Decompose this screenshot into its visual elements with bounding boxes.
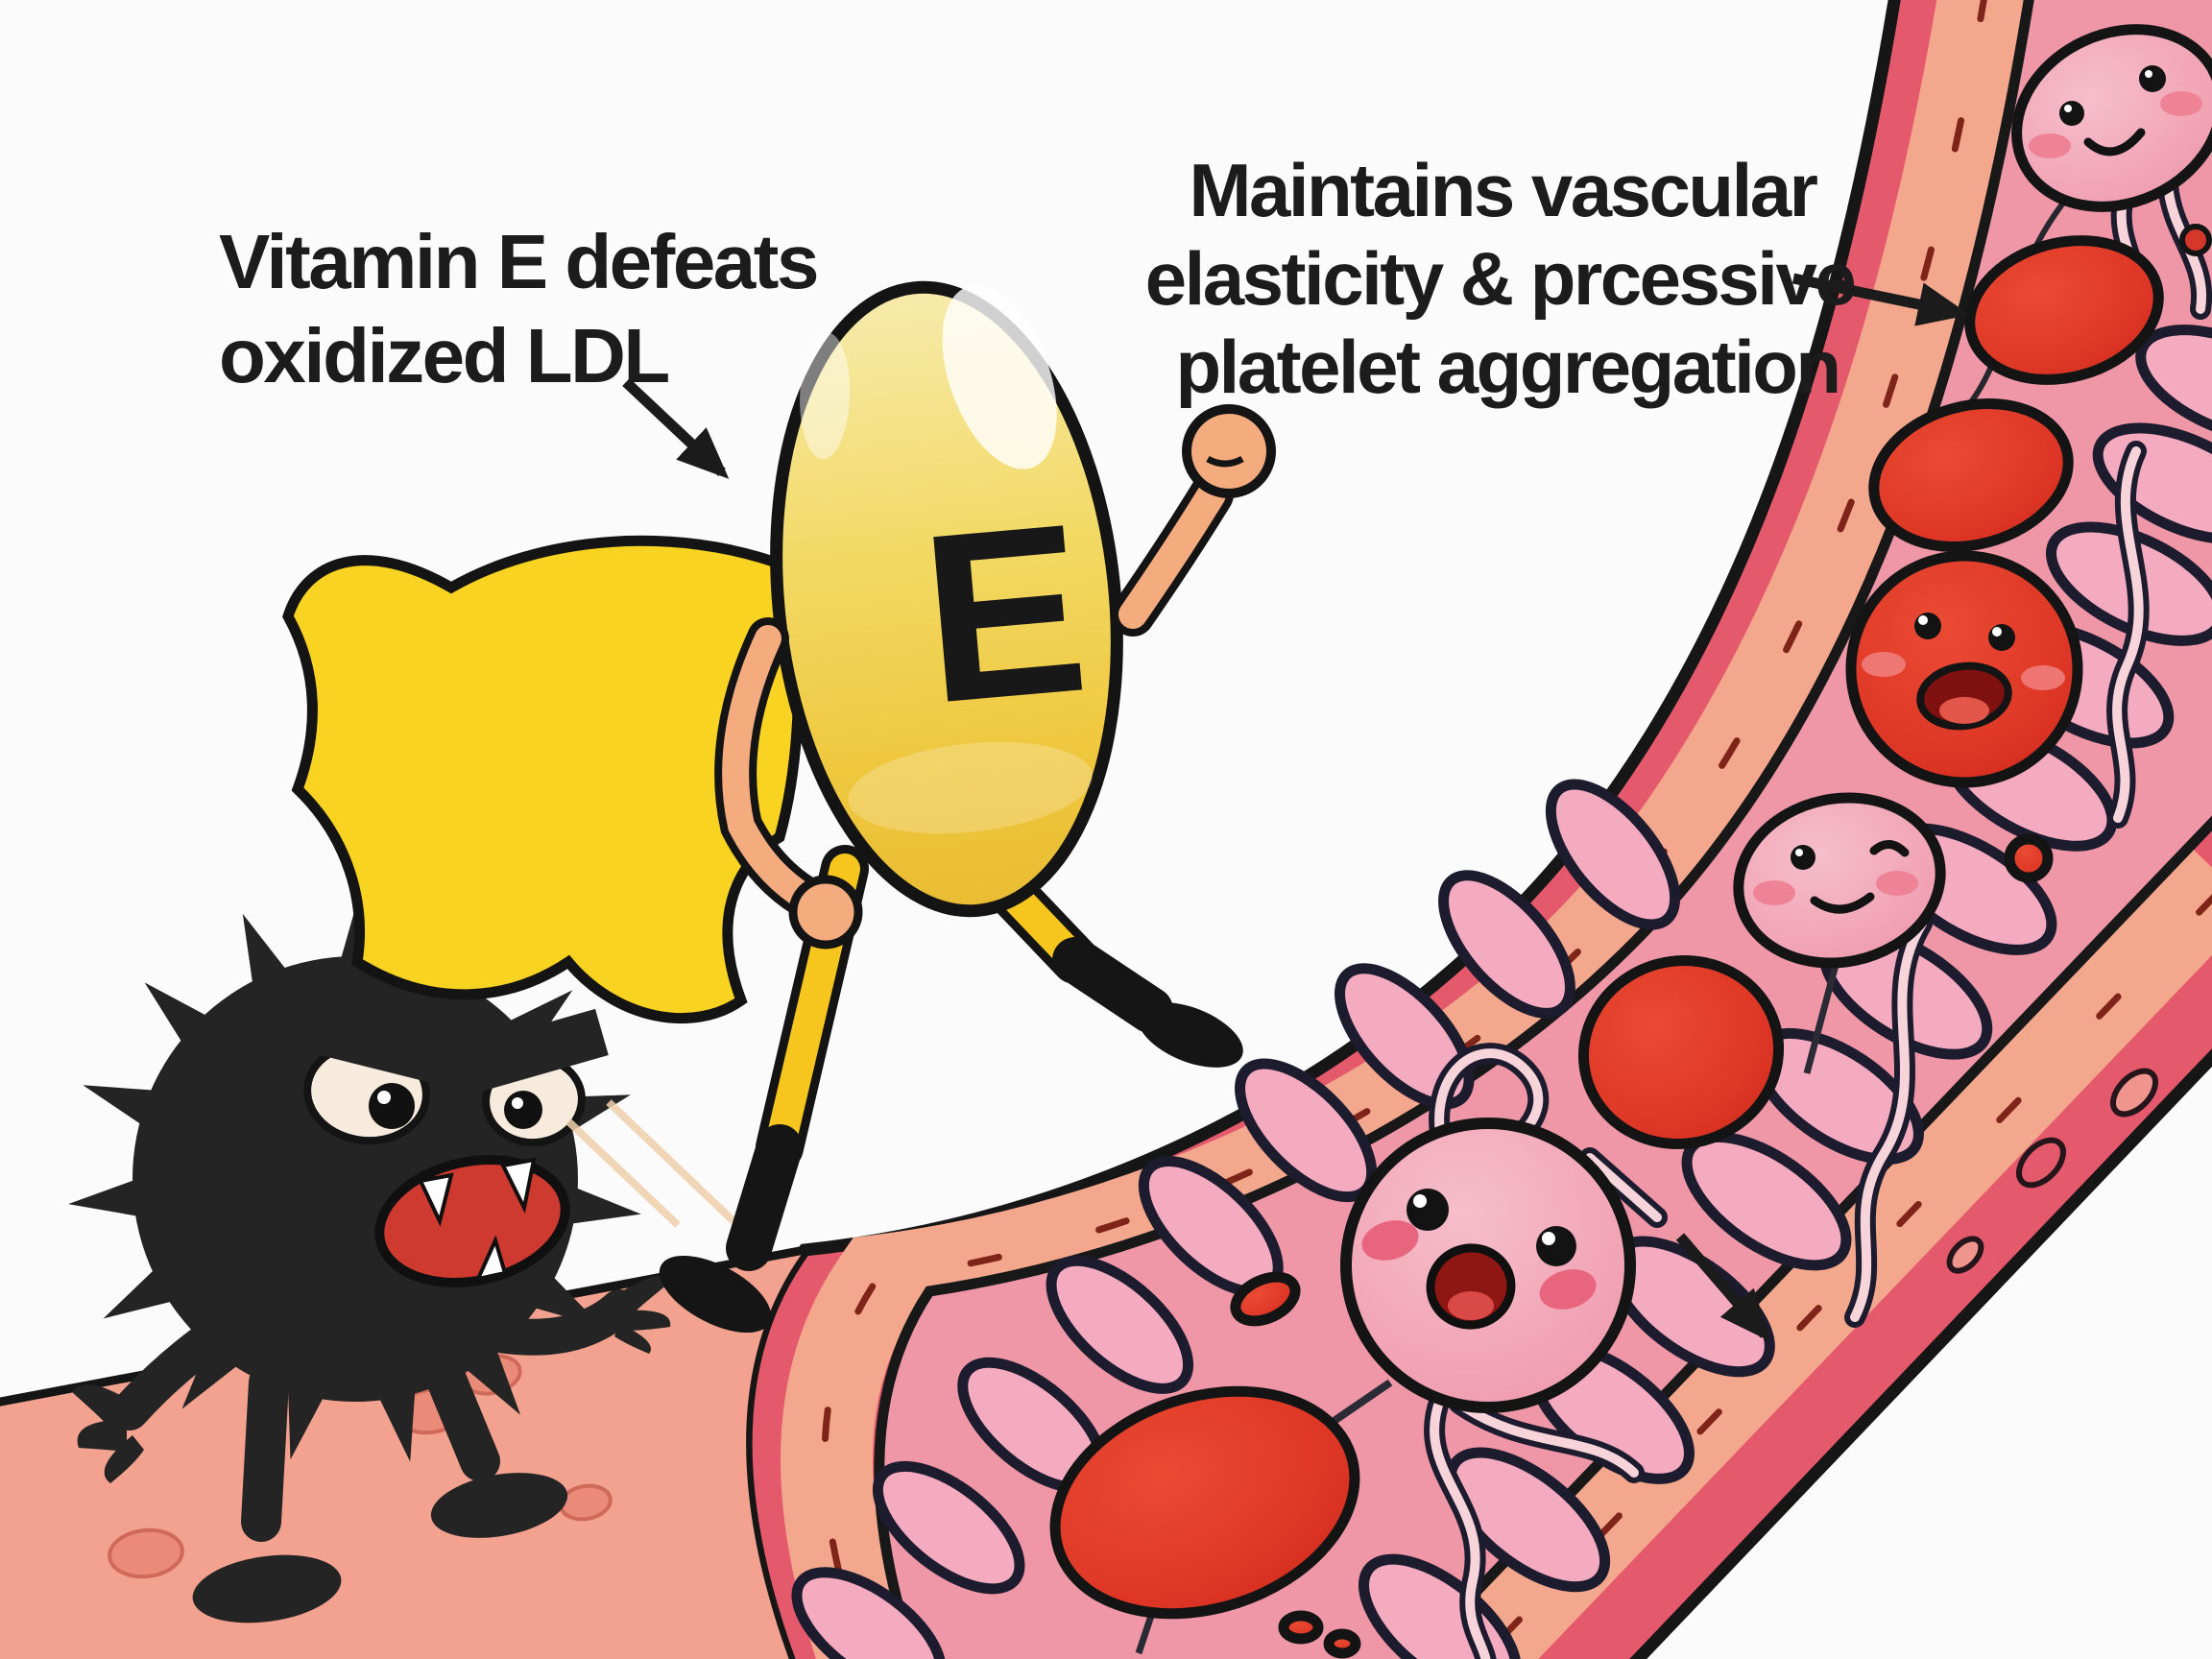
arm-right: [1118, 480, 1226, 629]
monster-eyelid-right: [447, 1008, 609, 1098]
tongue: [1448, 1291, 1494, 1320]
platelet-smiling: [2011, 24, 2212, 256]
smile: [1810, 892, 1875, 914]
boot-front-foot: [1138, 1002, 1243, 1068]
wink-eye: [1869, 840, 1910, 857]
blush: [2160, 91, 2202, 116]
rbc: [1868, 398, 2074, 552]
eye: [2139, 65, 2166, 92]
blush: [2021, 665, 2065, 690]
blood-cells: [1049, 24, 2212, 1659]
speed-lines: [565, 1099, 736, 1228]
red-blood-cells: [1049, 235, 2164, 1659]
capsule-gloss-small: [800, 332, 851, 460]
rbc: [1964, 235, 2164, 385]
rbc-fragment: [1230, 1271, 1301, 1327]
right-annotation: Maintains vascular elasticity & prcessiv…: [1145, 148, 1857, 409]
rbc: [1577, 955, 1785, 1149]
monster-foot-right: [430, 1473, 568, 1538]
boot-front: [1052, 937, 1173, 1033]
left-annotation-line2: oxidized LDL: [219, 313, 668, 398]
media-rib-layer-left: [791, 779, 1681, 1659]
monster-leg-right: [423, 1353, 500, 1481]
vitamin-e-capsule-hero: E: [282, 280, 1276, 1334]
platelet-laughing: [1340, 1043, 1636, 1413]
capsule-letter: E: [913, 472, 1095, 753]
left-annotation-line1: Vitamin E defeats: [219, 219, 817, 304]
left-label-arrow: [622, 377, 730, 479]
eye: [2059, 101, 2084, 126]
capsule-sheen-bottom: [848, 741, 1094, 834]
eye: [1791, 845, 1815, 870]
rbc-fragment: [1278, 1610, 1324, 1645]
eye: [1536, 1226, 1576, 1266]
vessel-wall-arrow: [1675, 1233, 1771, 1342]
boot-rear-foot: [659, 1255, 772, 1334]
happy-red-blood-cell: [1845, 550, 2083, 788]
monster-foot-left: [192, 1554, 342, 1623]
blush: [1753, 880, 1795, 905]
monster-fangs: [418, 1157, 537, 1282]
monster-pupil-right: [504, 1091, 542, 1129]
boot-rear: [726, 1124, 803, 1271]
platelet-stalk: [1803, 964, 1839, 1074]
right-annotation-line2: elasticity & prcessive: [1145, 236, 1855, 321]
blush: [1361, 1220, 1419, 1261]
fist-right: [1182, 404, 1276, 498]
monster-claws-left: [72, 1384, 144, 1483]
blush: [1876, 871, 1918, 896]
fist-line: [1206, 455, 1244, 468]
monster-eyelid-left: [278, 993, 461, 1087]
granule: [2179, 224, 2212, 256]
monster-leg-left: [241, 1362, 289, 1542]
rbc: [1049, 1385, 1360, 1620]
right-annotation-line3: platelet aggregation: [1175, 325, 1839, 409]
platelet-winking: [1733, 792, 1946, 969]
blush: [1539, 1269, 1597, 1310]
monster-pupil-left: [369, 1083, 415, 1129]
right-annotation-line1: Maintains vascular: [1190, 148, 1818, 232]
tongue: [1939, 697, 1989, 724]
outer-wall-cells: [1946, 1068, 2159, 1274]
hand-left: [788, 875, 863, 950]
monster-arm-right: [481, 1289, 637, 1356]
blush: [1862, 652, 1906, 677]
capsule-gloss: [942, 285, 1057, 469]
eye: [1407, 1189, 1449, 1231]
right-label-arrow: [1791, 273, 1970, 326]
rbc-fragment: [2004, 833, 2054, 883]
rbc-fragment: [1323, 1628, 1361, 1659]
eye: [1914, 613, 1941, 639]
smile: [2083, 128, 2146, 156]
monster-face: [278, 993, 609, 1287]
arm-left: [722, 625, 828, 916]
left-annotation: Vitamin E defeats oxidized LDL: [219, 219, 819, 398]
eye: [1988, 624, 2015, 651]
monster-claws-right: [614, 1275, 672, 1354]
blush: [2029, 133, 2071, 158]
